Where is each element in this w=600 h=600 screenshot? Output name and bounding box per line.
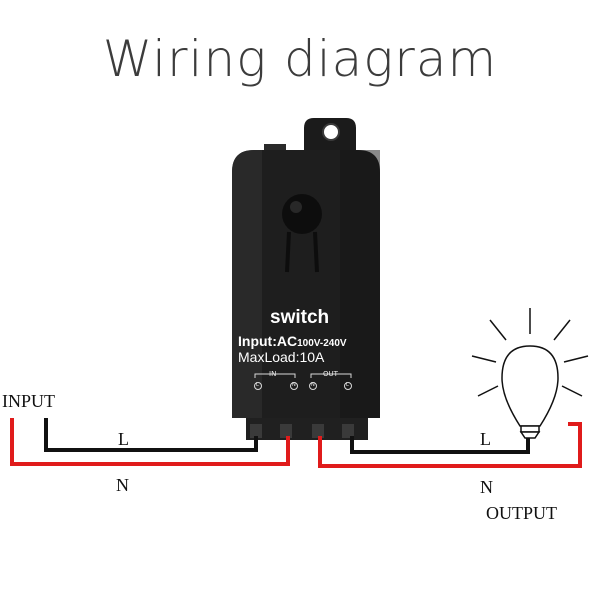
output-live-label: L: [480, 429, 491, 449]
terminal-markings: [254, 373, 352, 390]
input-neutral-label: N: [116, 475, 129, 495]
terminal-group-in: IN: [269, 370, 277, 378]
output-live-wire: [350, 436, 530, 454]
device-name: switch: [270, 307, 330, 328]
input-live-wire: [44, 418, 258, 452]
switch-module: [232, 150, 380, 418]
input-rating-range: 100V-240V: [297, 338, 347, 349]
terminal-label: N: [292, 382, 296, 388]
output-neutral-wire: [318, 422, 582, 468]
input-neutral-wire: [10, 418, 290, 466]
terminal-label: N: [311, 382, 315, 388]
light-rays: [471, 308, 589, 397]
output-neutral-label: N: [480, 477, 493, 497]
device-max-load: MaxLoad:10A: [238, 349, 325, 365]
sensor-knob-icon: [282, 194, 322, 273]
mounting-lug: [264, 118, 356, 152]
input-rating-prefix: Input:AC: [238, 333, 298, 349]
terminal-label: L: [346, 382, 349, 388]
light-bulb-icon: [501, 345, 559, 439]
terminal-block: [246, 418, 368, 440]
input-live-label: L: [118, 429, 129, 449]
terminal-group-out: OUT: [323, 370, 338, 378]
input-label: INPUT: [2, 391, 55, 411]
diagram-title: Wiring diagram: [102, 30, 498, 88]
terminal-label: L: [256, 382, 259, 388]
output-label: OUTPUT: [486, 503, 557, 523]
device-input-rating: Input:AC100V-240V: [238, 334, 347, 349]
